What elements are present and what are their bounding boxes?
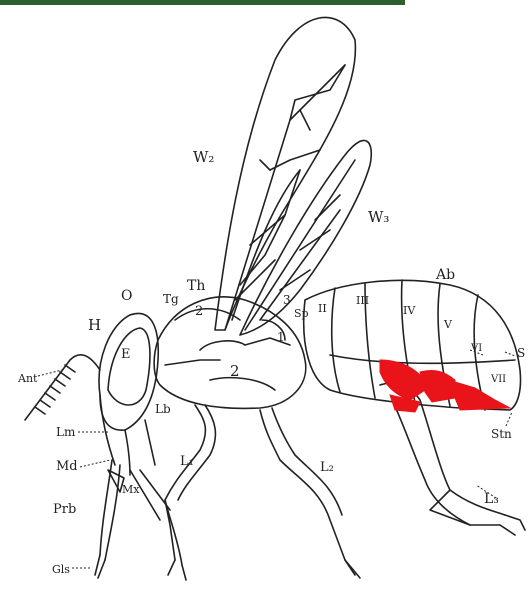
label-pleuron-2: 2 — [230, 362, 240, 380]
label-prb: Prb — [53, 502, 76, 517]
antenna — [25, 355, 100, 420]
label-o: O — [121, 288, 132, 304]
header-rule — [0, 0, 405, 5]
label-ant: Ant — [17, 372, 38, 385]
middle-leg — [260, 408, 360, 578]
label-w3: W₃ — [368, 208, 389, 226]
label-tg: Tg — [163, 292, 179, 306]
highlighted-sternites — [380, 360, 510, 412]
label-stn: Stn — [491, 427, 512, 441]
label-seg-vi: VI — [470, 343, 482, 354]
label-h: H — [88, 316, 101, 334]
label-segment-1: 1 — [277, 330, 285, 344]
label-mx: Mx — [122, 483, 140, 496]
label-e: E — [121, 347, 131, 362]
label-seg-v: V — [443, 318, 453, 331]
label-ab: Ab — [435, 267, 455, 283]
mouthparts — [95, 460, 170, 578]
label-seg-iii: III — [356, 294, 369, 307]
label-md: Md — [56, 459, 78, 474]
label-notum-2: 2 — [195, 304, 203, 319]
label-sp: Sp — [294, 307, 309, 320]
label-lb: Lb — [155, 402, 171, 416]
front-leg — [165, 405, 215, 580]
label-l3: L₃ — [484, 491, 499, 507]
label-w2: W₂ — [193, 148, 214, 166]
label-seg-iv: IV — [403, 304, 416, 317]
label-l2: L₂ — [320, 460, 334, 475]
label-gls: Gls — [52, 563, 70, 576]
forewing — [215, 17, 355, 330]
label-seg-ii: II — [318, 302, 327, 315]
label-lm: Lm — [56, 425, 76, 439]
label-th: Th — [187, 278, 205, 294]
label-l1: L₁ — [180, 454, 194, 469]
thorax — [154, 297, 306, 408]
label-s: S — [517, 346, 525, 360]
label-notum-3: 3 — [283, 293, 291, 307]
label-seg-vii: VII — [490, 374, 506, 385]
head — [99, 313, 158, 475]
